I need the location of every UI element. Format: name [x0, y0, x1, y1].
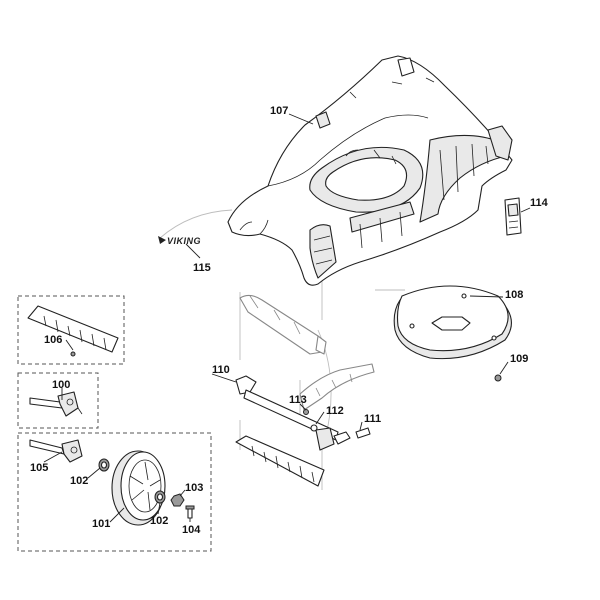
label-113: 113 [289, 394, 307, 406]
label-114: 114 [530, 197, 549, 209]
deck-plate [393, 285, 512, 360]
viking-logo-decal: VIKING [158, 236, 201, 246]
bracket-100-group [17, 372, 99, 429]
wheel-assembly-group [17, 432, 212, 552]
rear-flap-parts [239, 294, 375, 411]
axle-bracket [61, 439, 83, 463]
nut-103 [170, 493, 185, 507]
label-112: 112 [326, 405, 344, 417]
label-102-wheel: 102 [150, 515, 168, 527]
label-101: 101 [92, 518, 110, 530]
label-decal-part [504, 197, 522, 236]
label-110: 110 [212, 364, 230, 376]
label-100: 100 [52, 379, 70, 391]
label-106: 106 [44, 334, 62, 346]
viking-logo-text: VIKING [167, 236, 201, 246]
label-108: 108 [505, 289, 523, 301]
label-105: 105 [30, 462, 48, 474]
front-axle-assembly [235, 375, 371, 451]
label-115: 115 [193, 262, 211, 274]
mower-deck-housing [227, 55, 513, 286]
label-103: 103 [185, 482, 203, 494]
group-box-wheel [17, 432, 212, 552]
group-box-106 [17, 295, 125, 365]
bolt-111 [355, 427, 371, 439]
label-111: 111 [364, 413, 381, 425]
pin-113 [303, 409, 309, 415]
group-box-100 [17, 372, 99, 429]
axle-bracket-110 [235, 375, 257, 395]
part-labels: 107 114 115 108 109 106 100 110 113 112 … [30, 105, 549, 536]
axle-rod-105 [29, 439, 65, 455]
leader-lines [43, 113, 531, 523]
label-109: 109 [510, 353, 528, 365]
label-104: 104 [182, 524, 201, 536]
screw-109 [494, 374, 502, 382]
front-height-bracket [235, 435, 325, 487]
label-107: 107 [270, 105, 288, 117]
rear-axle-bracket-group [17, 295, 125, 365]
label-102-bearing: 102 [70, 475, 88, 487]
washer-112 [310, 424, 318, 432]
